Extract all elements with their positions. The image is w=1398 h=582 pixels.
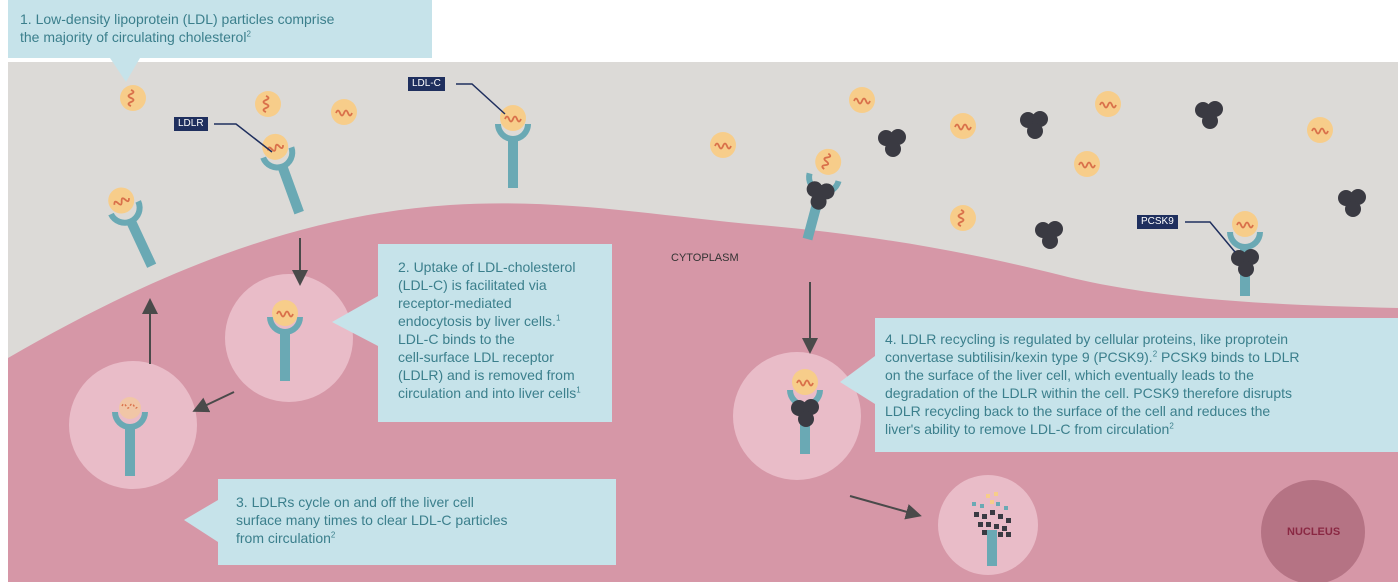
callout-ldl-uptake: 2. Uptake of LDL-cholesterol (LDL-C) is …: [378, 244, 612, 422]
callout-text: (LDLR) and is removed from: [398, 367, 575, 383]
callout-text: 2. Uptake of LDL-cholesterol: [398, 259, 576, 275]
nucleus-label: NUCLEUS: [1287, 526, 1341, 538]
citation: 2: [1152, 349, 1158, 359]
ldl-particle: [1306, 116, 1334, 144]
citation: 2: [1169, 421, 1174, 431]
leader-line: [214, 123, 273, 153]
callout-pointer: [840, 356, 875, 404]
citation: 2: [246, 29, 251, 39]
citation: 2: [330, 530, 336, 540]
arrow: [192, 391, 235, 413]
callout-text: the majority of circulating cholesterol: [20, 29, 247, 45]
callout-text: LDLR recycling back to the surface of th…: [885, 403, 1271, 419]
ldlr-in-vesicle: [112, 397, 148, 476]
callout-text: endocytosis by liver cells.: [398, 313, 556, 329]
ldl-particle: [709, 131, 737, 159]
arrow: [849, 495, 922, 520]
callout-text: PCSK9 binds to LDLR: [1157, 349, 1300, 365]
citation: 1: [576, 385, 581, 395]
callout-text: circulation and into liver cells: [398, 385, 577, 401]
ldl-particle: [1094, 90, 1122, 118]
callout-text: 4. LDLR recycling is regulated by cellul…: [885, 331, 1289, 347]
callout-pcsk9-regulation: 4. LDLR recycling is regulated by cellul…: [875, 318, 1398, 452]
callout-text: convertase subtilisin/kexin type 9 (PCSK…: [885, 349, 1153, 365]
ldl-particle: [848, 86, 876, 114]
cytoplasm-label: CYTOPLASM: [671, 252, 739, 264]
leader-line: [456, 83, 506, 115]
callout-text: surface many times to clear LDL-C partic…: [236, 512, 508, 528]
ldl-particle: [330, 98, 358, 126]
ldl-particle: [254, 90, 282, 118]
callout-text: 1. Low-density lipoprotein (LDL) particl…: [20, 11, 335, 27]
callout-pointer: [332, 296, 378, 346]
degraded-ldlr: [972, 492, 1011, 566]
callout-text: degradation of the LDLR within the cell.…: [885, 385, 1293, 401]
nucleus: [1261, 480, 1365, 582]
leader-line: [1185, 221, 1236, 253]
callout-ldl-particles: 1. Low-density lipoprotein (LDL) particl…: [8, 0, 432, 58]
callout-ldlr-cycling: 3. LDLRs cycle on and off the liver cell…: [218, 479, 616, 565]
ldl-particle: [1073, 150, 1101, 178]
tag-ldl-c: LDL-C: [408, 77, 445, 91]
ldl-particle: [949, 204, 977, 232]
vesicle-pcsk9: [733, 352, 861, 480]
callout-text: from circulation: [236, 530, 331, 546]
callout-text: (LDL-C) is facilitated via: [398, 277, 547, 293]
callout-text: receptor-mediated: [398, 295, 512, 311]
tag-ldlr: LDLR: [174, 117, 208, 131]
callout-text: cell-surface LDL receptor: [398, 349, 554, 365]
callout-text: 3. LDLRs cycle on and off the liver cell: [236, 494, 474, 510]
callout-pointer: [184, 500, 218, 542]
tag-pcsk9: PCSK9: [1137, 215, 1178, 229]
callout-text: liver's ability to remove LDL-C from cir…: [885, 421, 1170, 437]
ldl-particle: [119, 84, 147, 112]
callout-text: LDL-C binds to the: [398, 331, 515, 347]
citation: 1: [555, 313, 561, 323]
callout-pointer: [110, 58, 140, 82]
callout-text: on the surface of the liver cell, which …: [885, 367, 1254, 383]
ldl-particle: [949, 112, 977, 140]
